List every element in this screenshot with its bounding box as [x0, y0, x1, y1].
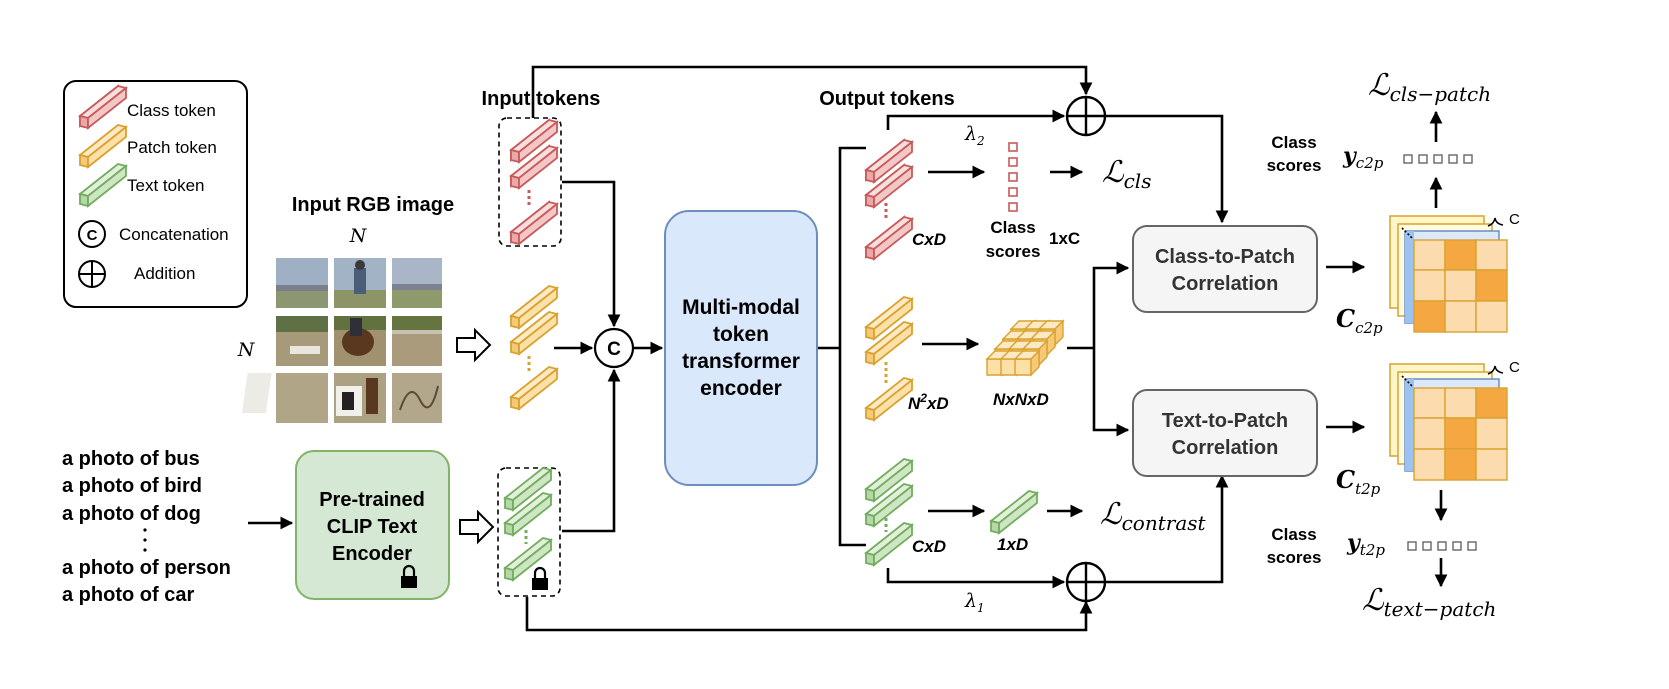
text-token-dim: CxD [912, 537, 946, 556]
image-patch [276, 316, 328, 366]
class-scores-label: Class [1271, 133, 1316, 152]
concatenation-icon [78, 220, 106, 248]
patch-feature-cube [986, 320, 1064, 376]
output-tokens-title: Output tokens [819, 88, 955, 110]
class-token-dim: CxD [912, 230, 946, 249]
legend: Class token Patch token Text token C Con… [63, 80, 248, 308]
prompt-text: a photo of car [62, 584, 194, 606]
clip-text-encoder: Pre-trained CLIP Text Encoder [295, 450, 450, 600]
c2p-label: Correlation [1172, 273, 1279, 295]
c-t2p-label: Ct2p [1336, 465, 1381, 498]
class-scores-label: scores [1267, 548, 1322, 567]
clip-encoder-label: CLIP Text [327, 516, 418, 538]
text-to-patch-correlation: Text-to-Patch Correlation [1132, 389, 1318, 477]
c2p-label: Class-to-Patch [1155, 246, 1295, 268]
c2p-scores-row [1403, 154, 1473, 164]
text-token-icon [990, 490, 1038, 534]
class-scores-label: scores [986, 242, 1041, 261]
input-text-token-group [497, 467, 561, 597]
legend-concat-label: Concatenation [119, 225, 229, 244]
class-to-patch-correlation: Class-to-Patch Correlation [1132, 225, 1318, 313]
hollow-arrow [456, 327, 492, 363]
addition-node-top [1065, 95, 1107, 137]
image-patch [334, 316, 386, 366]
lambda2-label: λ2 [964, 123, 985, 148]
input-image-grid [241, 258, 442, 423]
text-pooled-dim: 1xD [997, 535, 1028, 554]
patch-token-icon [510, 366, 558, 410]
image-patch [392, 373, 442, 423]
class-scores-label: Class [990, 218, 1035, 237]
loss-contrast: ℒcontrast [1100, 497, 1207, 535]
legend-class-label: Class token [127, 101, 216, 120]
class-token-icon [865, 216, 913, 260]
channel-c-label: C [1509, 359, 1520, 376]
text-token-icon [865, 522, 913, 566]
c2p-correlation-maps: C [1389, 211, 1520, 333]
image-patch [241, 373, 328, 423]
image-dim-left: N [237, 339, 256, 361]
addition-icon [78, 260, 106, 288]
prompt-text: a photo of person [62, 557, 231, 579]
input-class-token-group [498, 117, 562, 247]
image-patch [334, 258, 386, 308]
prompt-text: a photo of dog [62, 503, 201, 525]
clip-encoder-label: Encoder [332, 543, 412, 565]
input-tokens-title: Input tokens [482, 88, 601, 110]
t2p-correlation-maps: C [1389, 359, 1520, 481]
loss-text-patch: ℒtext−patch [1362, 583, 1496, 621]
input-image-title: Input RGB image [292, 194, 454, 216]
lambda1-label: λ1 [964, 590, 985, 615]
encoder-label: encoder [700, 377, 782, 400]
encoder-label: token [713, 323, 769, 346]
class-token-icon [510, 201, 558, 245]
text-prompts: a photo of bus a photo of bird a photo o… [62, 448, 231, 606]
lock-icon [530, 566, 550, 592]
image-patch [392, 258, 442, 308]
legend-addition-label: Addition [134, 264, 195, 283]
prompt-text: a photo of bird [62, 475, 202, 497]
encoder-label: Multi-modal [682, 296, 800, 319]
y-t2p-label: yt2p [1346, 530, 1385, 559]
class-scores-label: scores [1267, 156, 1322, 175]
loss-cls: ℒcls [1102, 155, 1151, 193]
channel-c-label: C [1509, 211, 1520, 228]
hollow-arrow [459, 509, 495, 545]
t2p-label: Text-to-Patch [1162, 410, 1288, 432]
c-c2p-label: Cc2p [1336, 304, 1383, 337]
image-patch [334, 373, 386, 423]
legend-patch-label: Patch token [127, 138, 217, 157]
patch-token-icon [865, 377, 913, 421]
concatenation-node-glyph: C [607, 339, 621, 360]
concatenation-icon-glyph: C [87, 227, 98, 244]
image-patch [276, 258, 328, 308]
clip-encoder-label: Pre-trained [319, 489, 425, 511]
concatenation-node [593, 327, 635, 369]
patch-reshape-dim: NxNxD [993, 390, 1049, 409]
c2p-matrix-front [1413, 239, 1508, 333]
t2p-matrix-front [1413, 387, 1508, 481]
image-patch [392, 316, 442, 366]
patch-token-dim: N2xD [908, 391, 949, 413]
encoder-label: transformer [682, 350, 800, 373]
legend-text-label: Text token [127, 176, 205, 195]
y-c2p-label: yc2p [1342, 143, 1384, 172]
class-scores-dim: 1xC [1049, 229, 1080, 248]
loss-cls-patch: ℒcls−patch [1368, 68, 1491, 106]
t2p-scores-row [1407, 541, 1477, 551]
class-scores-label: Class [1271, 525, 1316, 544]
transformer-encoder: Multi-modal token transformer encoder [664, 210, 818, 486]
image-dim-top: N [349, 225, 368, 247]
t2p-label: Correlation [1172, 437, 1279, 459]
addition-node-bottom [1065, 561, 1107, 603]
class-scores-column [1008, 142, 1018, 212]
prompt-text: a photo of bus [62, 448, 200, 470]
